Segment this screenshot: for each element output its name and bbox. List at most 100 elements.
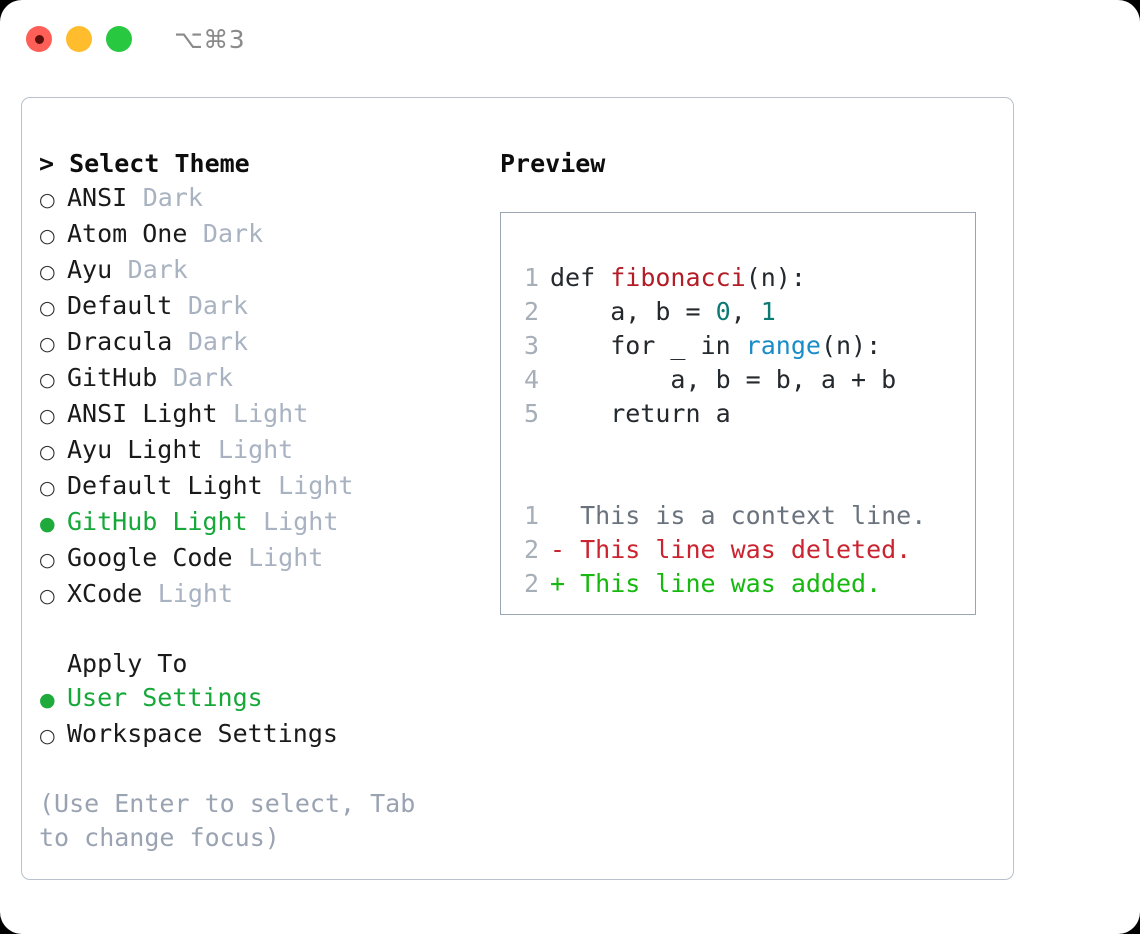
diff-text: This line was added.: [580, 569, 882, 598]
code-content: a, b = b, a + b: [550, 365, 897, 394]
theme-option-tag: Dark: [187, 291, 249, 320]
theme-option-tag: Dark: [142, 183, 203, 212]
line-number: 5: [523, 399, 539, 428]
theme-option-label: Atom One: [67, 219, 188, 248]
diff-marker: +: [550, 569, 581, 598]
theme-option-label: Default: [67, 291, 173, 320]
preview-column: Preview 1 def fibonacci(n): 2 a, b = 0, …: [492, 98, 1013, 879]
radio-icon: ○: [39, 297, 56, 319]
code-sample: 1 def fibonacci(n): 2 a, b = 0, 1 3 for …: [501, 261, 975, 431]
line-number: 3: [523, 331, 539, 360]
theme-option-github-light[interactable]: ● GitHub Light Light: [39, 505, 492, 541]
theme-option-xcode[interactable]: ○ XCode Light: [39, 577, 492, 613]
section-spacer: [39, 613, 492, 647]
radio-icon: ○: [39, 405, 56, 427]
theme-option-label: Dracula: [67, 327, 173, 356]
theme-option-label: Default Light: [67, 471, 263, 500]
theme-option-label: XCode: [67, 579, 143, 608]
theme-option-label: Google Code: [67, 543, 233, 572]
theme-option-tag: Dark: [127, 255, 188, 284]
theme-option-ansi-dark[interactable]: ○ ANSI Dark: [39, 181, 492, 217]
radio-icon: ○: [39, 725, 56, 747]
radio-icon: ○: [39, 189, 56, 211]
theme-option-ayu-dark[interactable]: ○ Ayu Dark: [39, 253, 492, 289]
preview-box: 1 def fibonacci(n): 2 a, b = 0, 1 3 for …: [500, 212, 976, 615]
apply-to-header: Apply To: [67, 649, 188, 678]
number-token: 1: [760, 297, 776, 326]
theme-option-google-code[interactable]: ○ Google Code Light: [39, 541, 492, 577]
code-line: 4 a, b = b, a + b: [501, 363, 975, 397]
theme-option-label: ANSI: [67, 183, 128, 212]
radio-icon: ○: [39, 477, 56, 499]
keyboard-shortcut-label: ⌥⌘3: [174, 24, 246, 54]
theme-list: ○ ANSI Dark ○ Atom One Dark ○ Ayu Dark: [39, 181, 492, 613]
apply-to-list: ● User Settings ○ Workspace Settings: [39, 681, 492, 753]
radio-selected-icon: ●: [39, 513, 56, 535]
preview-title: Preview: [500, 149, 606, 178]
radio-icon: ○: [39, 585, 56, 607]
zoom-button[interactable]: [106, 26, 132, 52]
radio-icon: ○: [39, 333, 56, 355]
diff-sample: 1 This is a context line. 2 - This line …: [501, 499, 975, 601]
theme-option-tag: Dark: [187, 327, 249, 356]
theme-option-label: GitHub Light: [67, 507, 248, 536]
radio-icon: ○: [39, 261, 56, 283]
diff-line-added: 2 + This line was added.: [501, 567, 975, 601]
theme-option-ayu-light[interactable]: ○ Ayu Light Light: [39, 433, 492, 469]
keyboard-hint-text: (Use Enter to select, Tab to change focu…: [39, 789, 416, 852]
theme-option-atom-one-dark[interactable]: ○ Atom One Dark: [39, 217, 492, 253]
theme-option-default-light[interactable]: ○ Default Light Light: [39, 469, 492, 505]
diff-text: This is a context line.: [580, 501, 927, 530]
diff-spacer: [501, 465, 975, 499]
code-line: 3 for _ in range(n):: [501, 329, 975, 363]
theme-picker-column: > Select Theme ○ ANSI Dark ○ Atom One Da…: [22, 98, 492, 879]
radio-icon: ○: [39, 549, 56, 571]
apply-to-option-label: Workspace Settings: [67, 719, 338, 748]
code-line: 5 return a: [501, 397, 975, 431]
theme-option-github-dark[interactable]: ○ GitHub Dark: [39, 361, 492, 397]
theme-option-tag: Dark: [202, 219, 264, 248]
theme-option-label: Ayu Light: [67, 435, 203, 464]
theme-option-label: GitHub: [67, 363, 158, 392]
code-line: 1 def fibonacci(n):: [501, 261, 975, 295]
theme-option-dracula-dark[interactable]: ○ Dracula Dark: [39, 325, 492, 361]
theme-option-tag: Dark: [172, 363, 234, 392]
diff-line-context: 1 This is a context line.: [501, 499, 975, 533]
theme-option-label: ANSI Light: [67, 399, 218, 428]
theme-option-tag: Light: [157, 579, 234, 608]
traffic-lights: [26, 26, 132, 52]
title-bar: ⌥⌘3: [0, 0, 1140, 78]
builtin-token: range: [745, 331, 821, 360]
diff-line-deleted: 2 - This line was deleted.: [501, 533, 975, 567]
theme-option-default-dark[interactable]: ○ Default Dark: [39, 289, 492, 325]
radio-selected-icon: ●: [39, 689, 56, 711]
theme-option-tag: Light: [263, 507, 339, 536]
theme-option-ansi-light[interactable]: ○ ANSI Light Light: [39, 397, 492, 433]
code-line: 2 a, b = 0, 1: [501, 295, 975, 329]
line-number: 1: [523, 501, 539, 530]
code-content: return a: [550, 399, 731, 428]
theme-option-label: Ayu: [67, 255, 113, 284]
radio-icon: ○: [39, 369, 56, 391]
number-token: 0: [715, 297, 731, 326]
diff-marker: -: [550, 535, 581, 564]
radio-icon: ○: [39, 441, 56, 463]
radio-icon: ○: [39, 225, 56, 247]
apply-to-option-workspace-settings[interactable]: ○ Workspace Settings: [39, 717, 492, 753]
theme-option-tag: Light: [217, 435, 294, 464]
main-panel: > Select Theme ○ ANSI Dark ○ Atom One Da…: [21, 97, 1014, 880]
apply-to-option-user-settings[interactable]: ● User Settings: [39, 681, 492, 717]
code-content: for _ in range(n):: [550, 331, 882, 360]
function-name-token: fibonacci: [610, 263, 746, 292]
diff-marker: [550, 499, 580, 533]
apply-to-option-label: User Settings: [67, 683, 263, 712]
minimize-button[interactable]: [66, 26, 92, 52]
theme-option-tag: Light: [248, 543, 324, 572]
diff-spacer: [501, 431, 975, 465]
diff-text: This line was deleted.: [580, 535, 912, 564]
theme-option-tag: Light: [233, 399, 309, 428]
line-number: 2: [523, 569, 539, 598]
line-number: 2: [523, 535, 539, 564]
close-button[interactable]: [26, 26, 52, 52]
